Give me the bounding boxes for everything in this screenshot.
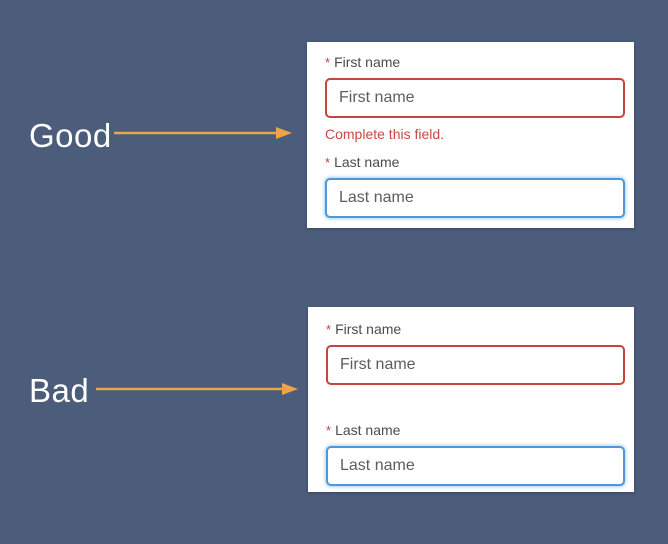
last-name-label-text: Last name [335,422,401,438]
first-name-label: *First name [325,54,625,70]
required-asterisk: * [325,155,331,170]
validation-error-message: Complete this field. [325,126,445,142]
last-name-input[interactable] [326,446,625,486]
last-name-label: *Last name [326,422,625,438]
required-asterisk: * [326,322,332,337]
last-name-label: *Last name [325,154,625,170]
bad-arrow-icon [96,383,298,395]
good-form-panel: *First name Complete this field. *Last n… [307,42,634,228]
first-name-label-text: First name [334,54,401,70]
first-name-input[interactable] [325,78,625,118]
required-asterisk: * [326,423,332,438]
good-arrow-icon [114,127,292,139]
first-name-input[interactable] [326,345,625,385]
last-name-input[interactable] [325,178,625,218]
first-name-label: *First name [326,321,625,337]
bad-form-panel: *First name *Last name [308,307,634,492]
good-label: Good [29,117,112,154]
last-name-label-text: Last name [334,154,400,170]
first-name-label-text: First name [335,321,402,337]
bad-label: Bad [29,372,90,409]
required-asterisk: * [325,55,331,70]
